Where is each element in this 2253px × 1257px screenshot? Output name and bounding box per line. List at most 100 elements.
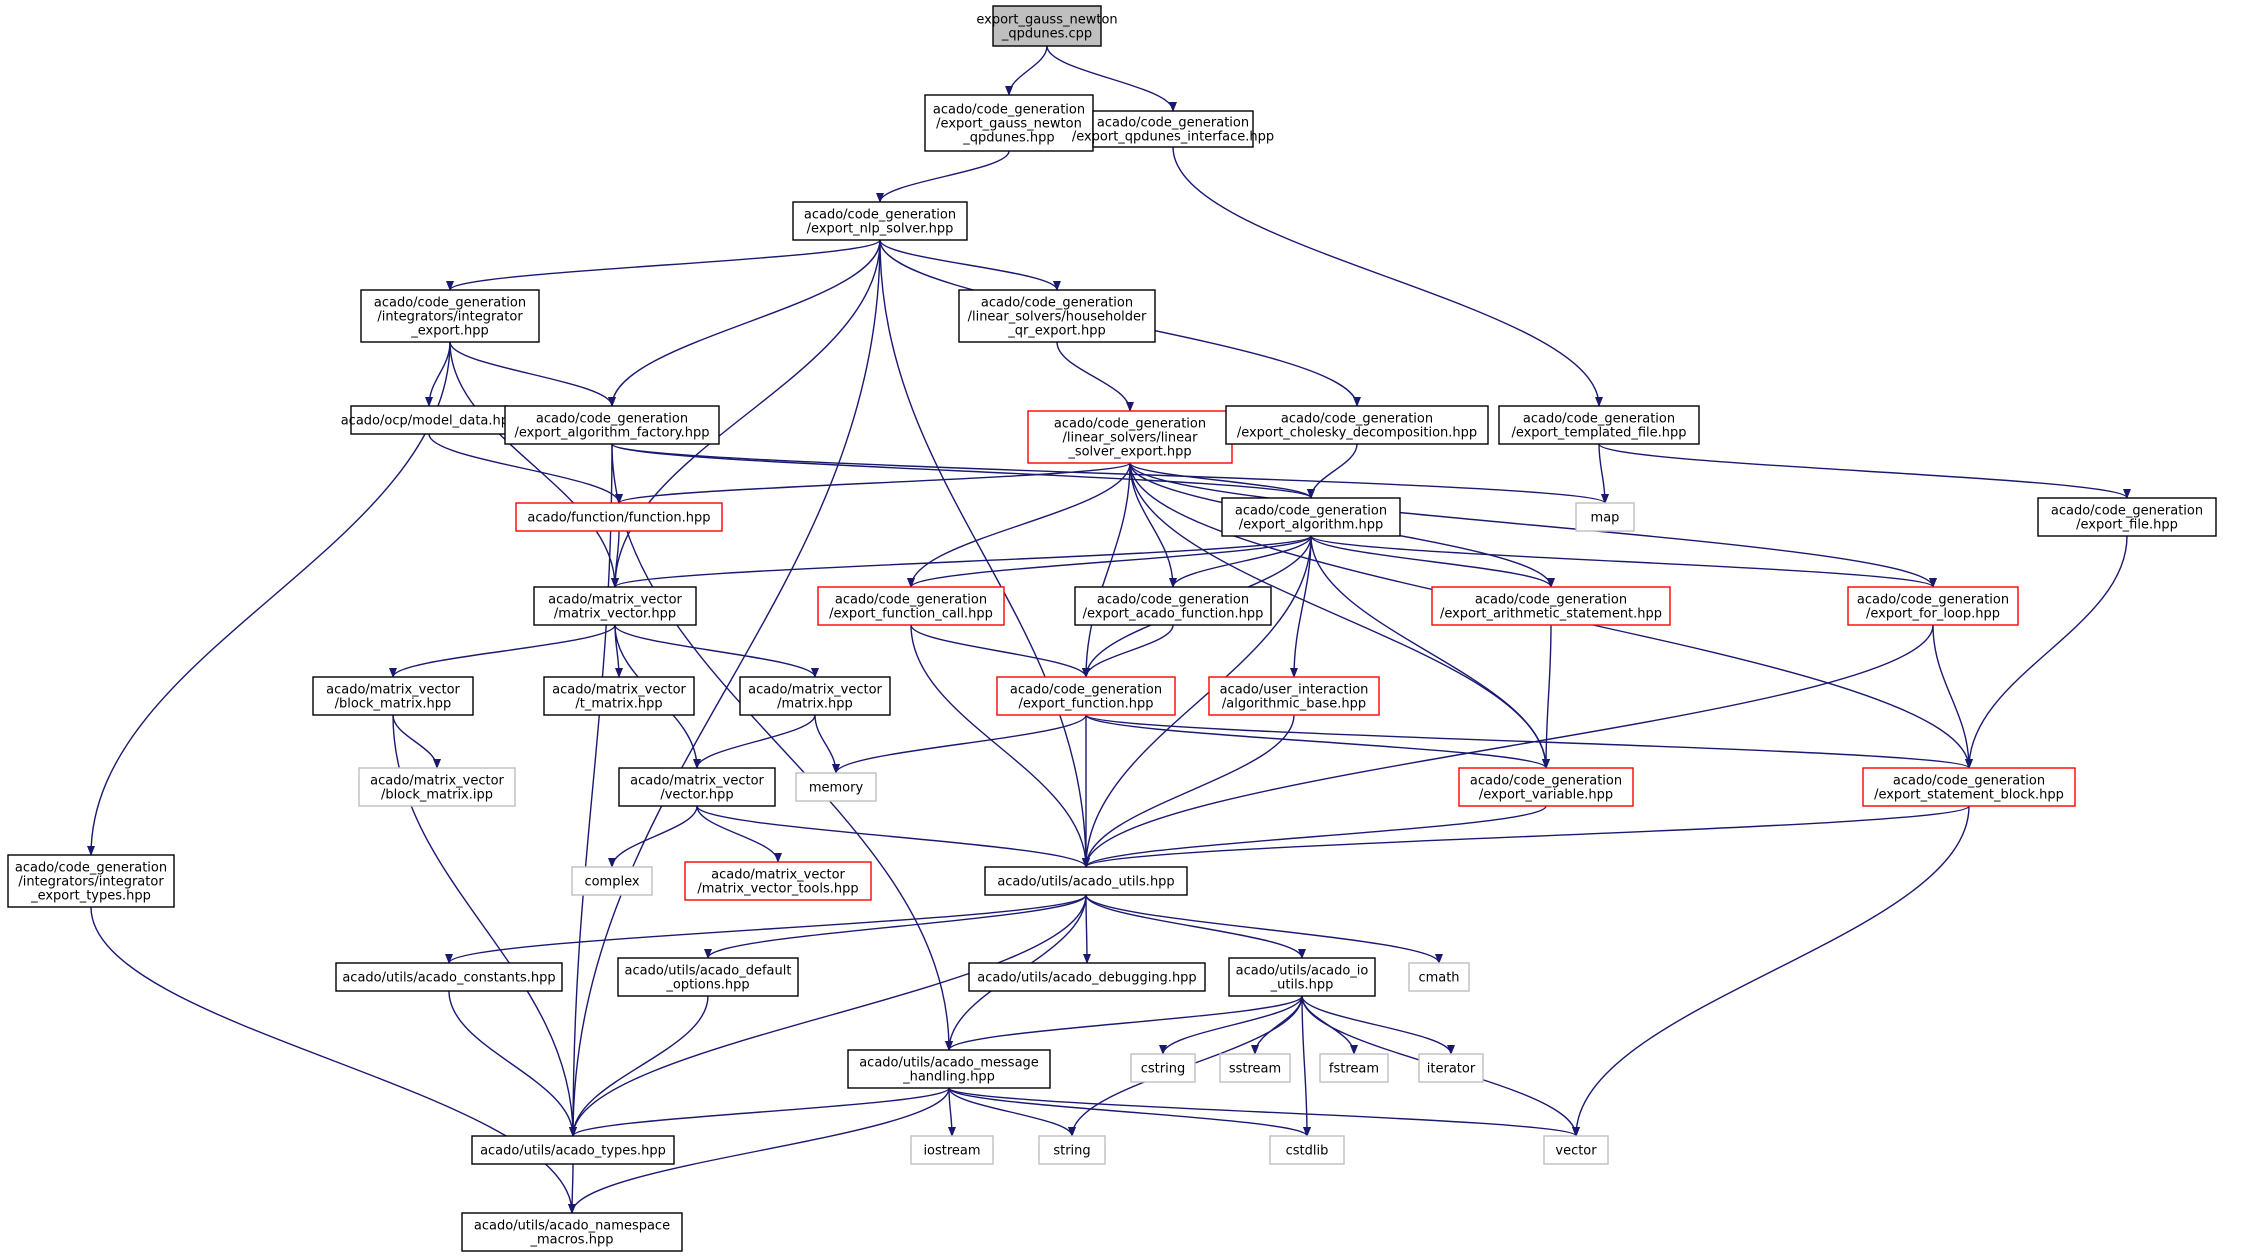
node-acado-code-generation-export-file-hpp[interactable]: acado/code_generation/export_file.hpp: [2037, 497, 2217, 537]
edge-acado-utils-acado-utils-hpp-to-acado-utils-acado-types-hpp: [569, 894, 1087, 1137]
node-label-line: acado/function/function.hpp: [527, 511, 710, 526]
node-box: [1092, 110, 1254, 148]
node-label-line: _handling.hpp: [902, 1070, 995, 1085]
edge-acado-utils-acado-io-utils-hpp-to-cstring: [1159, 995, 1303, 1055]
node-acado-utils-acado-default-options-hpp[interactable]: acado/utils/acado_default_options.hpp: [617, 957, 799, 997]
node-acado-code-generation-export-nlp-solver-hpp[interactable]: acado/code_generation/export_nlp_solver.…: [792, 201, 968, 241]
node-label-line: acado/code_generation: [1097, 593, 1249, 608]
node-acado-code-generation-export-algorithm-factory-hpp[interactable]: acado/code_generation/export_algorithm_f…: [504, 405, 720, 445]
edge-acado-code-generation-export-algorithm-hpp-to-acado-code-generation-export-function-call-hpp: [907, 535, 1312, 588]
node-label-line: /export_algorithm_factory.hpp: [514, 426, 709, 441]
node-acado-code-generation-integrators-integrator-export-types-hpp[interactable]: acado/code_generation/integrators/integr…: [7, 854, 175, 908]
node-box: [847, 1049, 1051, 1089]
edge-acado-code-generation-export-nlp-solver-hpp-to-acado-code-generation-integrators-integrator-export-hpp: [446, 239, 881, 291]
node-acado-code-generation-export-statement-block-hpp[interactable]: acado/code_generation/export_statement_b…: [1862, 767, 2076, 807]
node-acado-utils-acado-types-hpp[interactable]: acado/utils/acado_types.hpp: [471, 1135, 675, 1165]
node-acado-matrix-vector-t-matrix-hpp[interactable]: acado/matrix_vector/t_matrix.hpp: [543, 676, 695, 716]
node-acado-ocp-model-data-hpp[interactable]: acado/ocp/model_data.hpp: [341, 405, 518, 435]
node-acado-code-generation-export-function-hpp[interactable]: acado/code_generation/export_function.hp…: [996, 676, 1176, 716]
node-box: [335, 962, 563, 992]
node-acado-utils-acado-utils-hpp[interactable]: acado/utils/acado_utils.hpp: [984, 866, 1188, 896]
edge-acado-code-generation-export-algorithm-hpp-to-acado-code-generation-export-for-loop-hpp: [1310, 535, 1937, 588]
node-label-line: acado/matrix_vector: [711, 868, 845, 883]
node-acado-function-function-hpp[interactable]: acado/function/function.hpp: [515, 502, 723, 532]
node-acado-code-generation-export-variable-hpp[interactable]: acado/code_generation/export_variable.hp…: [1458, 767, 1634, 807]
node-acado-code-generation-export-acado-function-hpp[interactable]: acado/code_generation/export_acado_funct…: [1074, 586, 1272, 626]
node-acado-code-generation-export-function-call-hpp[interactable]: acado/code_generation/export_function_ca…: [817, 586, 1005, 626]
edge-acado-utils-acado-io-utils-hpp-to-acado-utils-acado-message-handling-hpp: [945, 995, 1303, 1051]
node-acado-code-generation-export-gauss-newton-qpdunes-hpp[interactable]: acado/code_generation/export_gauss_newto…: [924, 94, 1094, 152]
edge-acado-code-generation-export-nlp-solver-hpp-to-acado-code-generation-linear-solvers-householder-qr-export-hpp: [879, 239, 1061, 291]
node-label-line: acado/utils/acado_constants.hpp: [342, 971, 555, 986]
edge-acado-code-generation-export-gauss-newton-qpdunes-hpp-to-acado-code-generation-export-nlp-solver-hpp: [876, 150, 1010, 203]
edge-acado-code-generation-export-algorithm-hpp-to-acado-code-generation-export-arithmetic-statement-hpp: [1310, 535, 1555, 588]
node-label-line: iostream: [923, 1144, 980, 1159]
node-label-line: /integrators/integrator: [377, 310, 523, 325]
edge-acado-matrix-vector-vector-hpp-to-acado-matrix-vector-matrix-vector-tools-hpp: [696, 805, 782, 863]
node-box: [958, 289, 1156, 343]
node-acado-matrix-vector-matrix-vector-hpp[interactable]: acado/matrix_vector/matrix_vector.hpp: [533, 586, 697, 626]
node-acado-code-generation-integrators-integrator-export-hpp[interactable]: acado/code_generation/integrators/integr…: [360, 289, 540, 343]
node-acado-utils-acado-io-utils-hpp[interactable]: acado/utils/acado_io_utils.hpp: [1228, 957, 1376, 997]
node-label-line: _utils.hpp: [1270, 978, 1334, 993]
node-box: [1208, 676, 1380, 716]
node-cstdlib: cstdlib: [1269, 1135, 1345, 1165]
node-acado-utils-acado-constants-hpp[interactable]: acado/utils/acado_constants.hpp: [335, 962, 563, 992]
node-label-line: acado/code_generation: [1857, 593, 2009, 608]
node-label-line: /matrix_vector_tools.hpp: [697, 882, 858, 897]
node-label-line: string: [1053, 1144, 1090, 1159]
node-acado-code-generation-export-templated-file-hpp[interactable]: acado/code_generation/export_templated_f…: [1498, 405, 1700, 445]
edge-acado-code-generation-export-algorithm-hpp-to-acado-utils-acado-utils-hpp: [1082, 535, 1312, 868]
node-box: [1575, 502, 1635, 532]
node-label-line: cstring: [1141, 1062, 1185, 1077]
node-label-line: acado/code_generation: [1893, 774, 2045, 789]
node-acado-user-interaction-algorithmic-base-hpp[interactable]: acado/user_interaction/algorithmic_base.…: [1208, 676, 1380, 716]
node-label-line: /export_statement_block.hpp: [1874, 788, 2064, 803]
edge-acado-code-generation-export-algorithm-hpp-to-acado-code-generation-export-variable-hpp: [1310, 535, 1550, 769]
edge-acado-code-generation-export-nlp-solver-hpp-to-acado-utils-acado-utils-hpp: [879, 239, 1090, 868]
node-acado-utils-acado-debugging-hpp[interactable]: acado/utils/acado_debugging.hpp: [968, 962, 1206, 992]
nodes-layer: export_gauss_newton_qpdunes.cpp acado/cod…: [7, 5, 2217, 1252]
edge-acado-utils-acado-message-handling-hpp-to-string: [948, 1087, 1076, 1137]
node-acado-code-generation-linear-solvers-linear-solver-export-hpp[interactable]: acado/code_generation/linear_solvers/lin…: [1027, 410, 1233, 464]
node-label-line: acado/code_generation: [536, 412, 688, 427]
node-acado-utils-acado-message-handling-hpp[interactable]: acado/utils/acado_message_handling.hpp: [847, 1049, 1051, 1089]
node-label-line: /export_arithmetic_statement.hpp: [1440, 607, 1662, 622]
node-box: [2037, 497, 2217, 537]
node-box: [1319, 1053, 1389, 1083]
edge-acado-utils-acado-utils-hpp-to-cmath: [1085, 894, 1443, 964]
node-label-line: /block_matrix.ipp: [381, 788, 493, 803]
node-box: [1847, 586, 2019, 626]
node-acado-matrix-vector-vector-hpp[interactable]: acado/matrix_vector/vector.hpp: [618, 767, 776, 807]
edge-acado-utils-acado-utils-hpp-to-acado-utils-acado-debugging-hpp: [1082, 894, 1091, 964]
node-export-gauss-newton-qpdunes-cpp[interactable]: export_gauss_newton_qpdunes.cpp: [976, 5, 1118, 47]
node-label-line: acado/matrix_vector: [552, 683, 686, 698]
edge-acado-code-generation-export-statement-block-hpp-to-acado-utils-acado-utils-hpp: [1082, 805, 1970, 868]
node-acado-code-generation-export-cholesky-decomposition-hpp[interactable]: acado/code_generation/export_cholesky_de…: [1225, 405, 1489, 445]
node-box: [996, 676, 1176, 716]
node-box: [360, 289, 540, 343]
edge-acado-utils-acado-utils-hpp-to-acado-utils-acado-constants-hpp: [445, 894, 1087, 964]
node-acado-matrix-vector-matrix-hpp[interactable]: acado/matrix_vector/matrix.hpp: [739, 676, 891, 716]
node-acado-utils-acado-namespace-macros-hpp[interactable]: acado/utils/acado_namespace_macros.hpp: [461, 1212, 683, 1252]
node-label-line: acado/utils/acado_utils.hpp: [997, 875, 1174, 890]
node-box: [312, 676, 474, 716]
edge-acado-code-generation-export-acado-function-hpp-to-acado-code-generation-export-function-hpp: [1082, 624, 1174, 678]
node-label-line: _qpdunes.cpp: [1001, 27, 1092, 42]
node-acado-code-generation-export-for-loop-hpp[interactable]: acado/code_generation/export_for_loop.hp…: [1847, 586, 2019, 626]
node-box: [1543, 1135, 1609, 1165]
node-acado-matrix-vector-matrix-vector-tools-hpp[interactable]: acado/matrix_vector/matrix_vector_tools.…: [684, 861, 872, 901]
node-acado-matrix-vector-block-matrix-hpp[interactable]: acado/matrix_vector/block_matrix.hpp: [312, 676, 474, 716]
edge-acado-utils-acado-message-handling-hpp-to-acado-utils-acado-types-hpp: [569, 1087, 950, 1137]
edge-acado-code-generation-export-templated-file-hpp-to-map: [1598, 443, 1609, 504]
node-label-line: _options.hpp: [665, 978, 749, 993]
node-label-line: acado/code_generation: [1235, 504, 1387, 519]
node-label-line: acado/utils/acado_types.hpp: [480, 1144, 666, 1159]
node-box: [617, 957, 799, 997]
node-acado-code-generation-export-qpdunes-interface-hpp[interactable]: acado/code_generation/export_qpdunes_int…: [1072, 110, 1274, 148]
node-acado-code-generation-export-algorithm-hpp[interactable]: acado/code_generation/export_algorithm.h…: [1221, 497, 1401, 537]
edge-acado-code-generation-export-algorithm-factory-hpp-to-acado-utils-acado-types-hpp: [569, 443, 613, 1137]
edge-acado-utils-acado-constants-hpp-to-acado-utils-acado-types-hpp: [448, 990, 577, 1137]
node-acado-code-generation-export-arithmetic-statement-hpp[interactable]: acado/code_generation/export_arithmetic_…: [1431, 586, 1671, 626]
node-acado-code-generation-linear-solvers-householder-qr-export-hpp[interactable]: acado/code_generation/linear_solvers/hou…: [958, 289, 1156, 343]
